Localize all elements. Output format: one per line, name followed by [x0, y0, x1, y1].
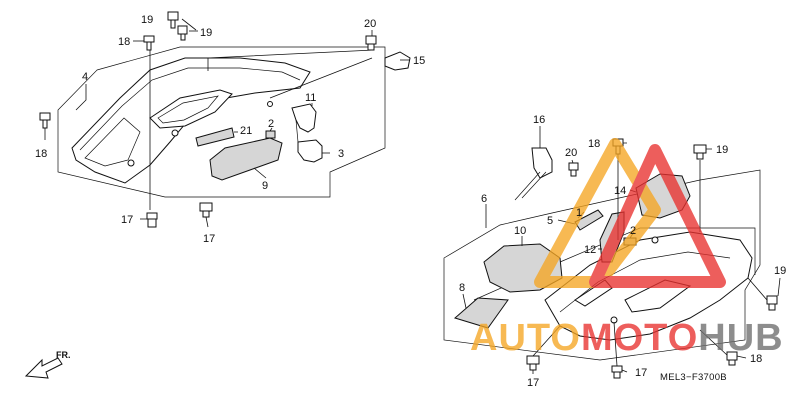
bracket-link	[295, 119, 299, 143]
callout-16: 16	[533, 114, 545, 126]
bolt-20a	[365, 35, 377, 51]
part-8-sheet	[453, 297, 509, 329]
callout-12: 12	[584, 244, 596, 256]
diagram-code: MEL3−F3700B	[660, 372, 727, 383]
callout-20b: 20	[565, 147, 577, 159]
panel-hole-2	[127, 159, 135, 167]
callout-2a: 2	[268, 118, 274, 130]
leader-18d	[699, 329, 747, 359]
callouts: 19 19 18 4 20 15 18 11 21 2 3 9 17 17 16…	[35, 14, 786, 389]
panel-hole-3	[267, 101, 273, 107]
lower-frame	[443, 169, 761, 361]
upper-assembly	[39, 11, 411, 228]
upper-frame	[57, 46, 386, 198]
bolt-17b	[199, 202, 213, 218]
callout-18a: 18	[118, 36, 130, 48]
bolt-19b	[177, 25, 188, 41]
callout-17d: 17	[635, 367, 647, 379]
leader-19d	[747, 277, 781, 301]
bolt-18b	[39, 112, 51, 129]
front-direction-arrow: FR.	[24, 350, 71, 379]
callout-17c: 17	[527, 377, 539, 389]
callout-15: 15	[413, 55, 425, 67]
front-label: FR.	[56, 350, 71, 360]
callout-20a: 20	[364, 18, 376, 30]
part-15-clip	[384, 51, 411, 71]
front-arrow-icon	[24, 357, 63, 379]
lower-hole-1	[651, 236, 659, 244]
watermark-triangle-orange	[534, 138, 661, 288]
leader-bolt-link-2	[269, 57, 373, 99]
callout-18b: 18	[35, 148, 47, 160]
callout-19c: 19	[716, 144, 728, 156]
leader-19c	[699, 148, 712, 232]
callout-4: 4	[82, 71, 88, 83]
bolt-19c	[693, 144, 707, 160]
leader-20b	[571, 159, 574, 164]
callout-18d: 18	[750, 353, 762, 365]
panel-opening-inner	[157, 95, 219, 124]
callout-2b: 2	[630, 225, 636, 237]
watermark-logo: AUTOMOTOHUB	[470, 138, 784, 359]
callout-19d: 19	[774, 265, 786, 277]
bolt-20b	[568, 162, 579, 177]
part-1-strip	[574, 209, 604, 231]
watermark-text: AUTOMOTOHUB	[470, 317, 784, 359]
main-panel-edge	[79, 67, 301, 151]
callout-6: 6	[481, 193, 487, 205]
callout-5: 5	[547, 215, 553, 227]
part-3-bracket	[297, 139, 323, 163]
callout-8: 8	[459, 282, 465, 294]
watermark-triangle-red	[589, 144, 726, 288]
main-panel-edge-2	[84, 117, 141, 167]
panel-opening	[149, 89, 233, 129]
leader-17b	[205, 216, 209, 228]
callout-10: 10	[514, 225, 526, 237]
leader-2a	[269, 127, 273, 132]
bolt-19a	[167, 11, 179, 29]
leader-17c	[532, 325, 561, 374]
panel-hole-1	[171, 129, 179, 137]
leader-bolt-link	[207, 49, 375, 71]
bolt-17d	[611, 365, 623, 379]
callout-14: 14	[614, 185, 626, 197]
part-16-bracket	[531, 147, 553, 179]
leader-8	[462, 293, 467, 309]
part-9-pad	[209, 137, 283, 181]
callout-3: 3	[338, 148, 344, 160]
callout-18c: 18	[588, 138, 600, 150]
callout-21: 21	[240, 125, 252, 137]
bolt-17a	[146, 212, 158, 228]
part-11-bracket	[291, 103, 317, 133]
bolt-19d	[766, 295, 778, 311]
callout-17b: 17	[203, 233, 215, 245]
leader-9	[253, 167, 267, 179]
bolt-18a	[143, 35, 155, 51]
part-21-strip	[195, 127, 235, 147]
callout-17a: 17	[121, 214, 133, 226]
callout-9: 9	[262, 180, 268, 192]
leader-19a	[181, 18, 197, 31]
callout-19b: 19	[200, 27, 212, 39]
bracket-16-wire	[514, 171, 547, 201]
leader-17d	[613, 321, 628, 373]
callout-19a: 19	[141, 14, 153, 26]
callout-1: 1	[576, 207, 582, 219]
leader-4	[75, 84, 87, 111]
callout-11: 11	[305, 92, 316, 104]
part-2-clip-upper	[265, 130, 276, 139]
